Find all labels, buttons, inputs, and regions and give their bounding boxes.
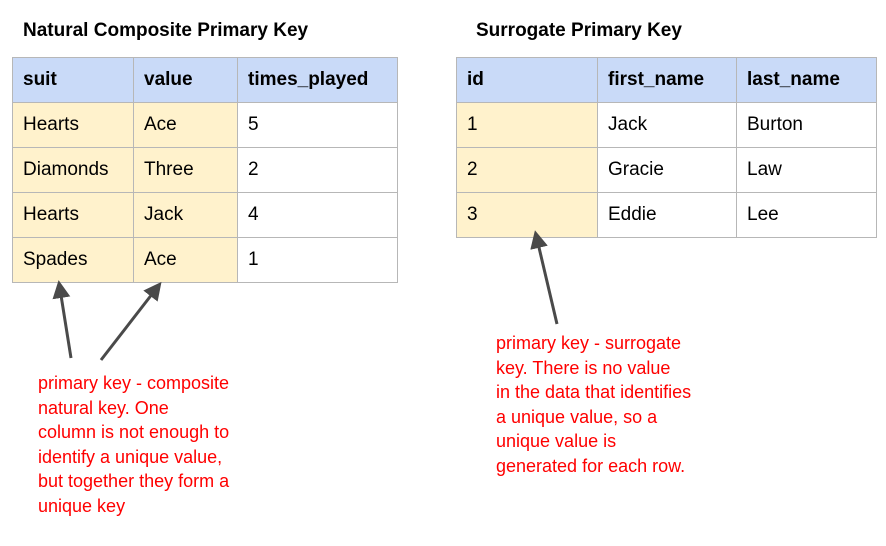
table-cell: 3 [456, 192, 598, 238]
surrogate-key-title: Surrogate Primary Key [476, 20, 682, 41]
arrow-to-value-column [99, 281, 162, 361]
table-cell: Spades [12, 237, 134, 283]
table-header-row: id first_name last_name [456, 57, 877, 103]
table-header-row: suit value times_played [12, 57, 398, 103]
table-row: 2 Gracie Law [456, 147, 877, 193]
arrow-to-suit-column [52, 280, 73, 359]
table-cell: Gracie [597, 147, 737, 193]
column-header-times-played: times_played [237, 57, 398, 103]
table-row: Hearts Jack 4 [12, 192, 398, 238]
table-cell: Ace [133, 237, 238, 283]
surrogate-key-note: primary key - surrogate key. There is no… [496, 333, 692, 476]
arrow-to-id-column [530, 230, 559, 325]
table-row: Spades Ace 1 [12, 237, 398, 283]
table-cell: Lee [736, 192, 877, 238]
surrogate-key-table: id first_name last_name 1 Jack Burton 2 … [456, 57, 877, 238]
table-row: Hearts Ace 5 [12, 102, 398, 148]
column-header-value: value [133, 57, 238, 103]
column-header-last-name: last_name [736, 57, 877, 103]
table-cell: Hearts [12, 192, 134, 238]
table-cell: 1 [456, 102, 598, 148]
column-header-id: id [456, 57, 598, 103]
table-cell: 4 [237, 192, 398, 238]
table-row: 3 Eddie Lee [456, 192, 877, 238]
table-cell: Law [736, 147, 877, 193]
table-row: 1 Jack Burton [456, 102, 877, 148]
table-cell: Three [133, 147, 238, 193]
natural-key-title: Natural Composite Primary Key [23, 20, 309, 41]
table-cell: Ace [133, 102, 238, 148]
table-cell: Diamonds [12, 147, 134, 193]
table-cell: Jack [133, 192, 238, 238]
composite-key-note: primary key - composite natural key. One… [38, 373, 230, 516]
table-cell: Eddie [597, 192, 737, 238]
table-cell: 1 [237, 237, 398, 283]
table-cell: Hearts [12, 102, 134, 148]
natural-key-table: suit value times_played Hearts Ace 5 Dia… [12, 57, 398, 283]
column-header-first-name: first_name [597, 57, 737, 103]
table-cell: 2 [456, 147, 598, 193]
